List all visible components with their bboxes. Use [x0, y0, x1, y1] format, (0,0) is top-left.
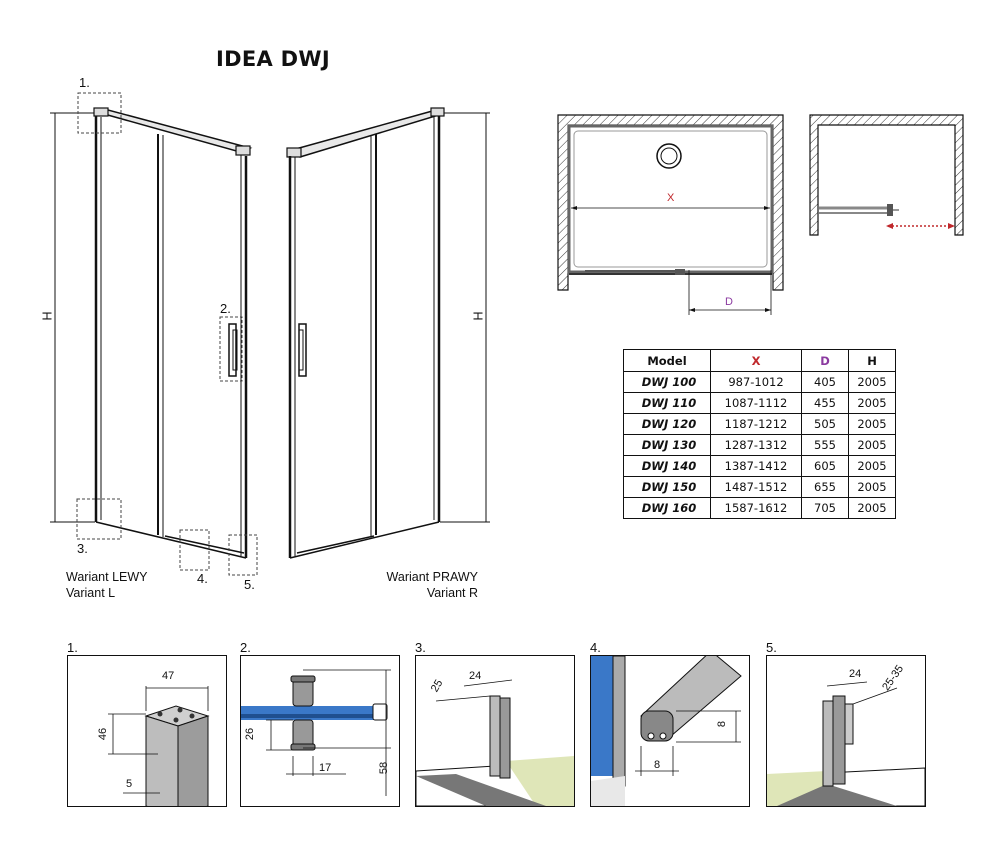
height-dimension-left	[50, 112, 95, 523]
detail-5-label: 5.	[766, 640, 777, 655]
plan-x-label: X	[667, 192, 675, 204]
detail-2-dim-17: 17	[319, 762, 332, 774]
variant-right-label: Wariant PRAWY Variant R	[350, 569, 478, 601]
drain-icon	[656, 143, 682, 169]
callout-5: 5.	[244, 577, 255, 592]
height-label-right: H	[471, 311, 486, 321]
variant-left-line1: Wariant LEWY	[66, 570, 148, 584]
left-shower-unit	[93, 107, 253, 559]
page-title: IDEA DWJ	[216, 47, 330, 71]
callout-2: 2.	[220, 301, 231, 316]
callout-boxes-left	[76, 92, 258, 576]
shower-elevation-drawing	[50, 92, 490, 576]
detail-4-label: 4.	[590, 640, 601, 655]
variant-left-label: Wariant LEWY Variant L	[66, 569, 148, 601]
detail-3-panel: 24 25	[415, 655, 575, 807]
callout-3: 3.	[77, 541, 88, 556]
detail-5-panel: 24 25-35	[766, 655, 926, 807]
callout-4: 4.	[197, 571, 208, 586]
col-model: Model	[623, 349, 711, 372]
detail-1-dim-height: 46	[97, 727, 110, 741]
height-dimension-right	[440, 112, 490, 523]
detail-4-panel: 8 8	[590, 655, 750, 807]
side-view-walls	[809, 114, 964, 236]
detail-4-dim-height: 8	[716, 720, 729, 728]
detail-2-dim-58: 58	[378, 761, 391, 775]
detail-3-dim-24: 24	[469, 670, 482, 682]
detail-1-panel: 47 46 5	[67, 655, 227, 807]
col-d: D	[801, 349, 849, 372]
plan-view-drawing	[557, 114, 964, 315]
detail-3-label: 3.	[415, 640, 426, 655]
detail-1-dim-width: 47	[162, 670, 175, 682]
detail-2-label: 2.	[240, 640, 251, 655]
table-header-row: Model X D H	[623, 349, 896, 372]
detail-5-dim-24: 24	[849, 668, 862, 680]
plan-d-label: D	[725, 296, 733, 308]
callout-1: 1.	[79, 75, 90, 90]
detail-2-panel: 26 17 58	[240, 655, 400, 807]
detail-2-dim-26: 26	[244, 727, 257, 741]
detail-4-dim-width: 8	[654, 759, 661, 771]
col-h: H	[848, 349, 896, 372]
variant-right-line1: Wariant PRAWY	[386, 570, 478, 584]
variant-right-line2: Variant R	[426, 586, 478, 600]
right-shower-unit	[286, 107, 445, 559]
height-label-left: H	[40, 311, 55, 321]
col-x: X	[710, 349, 802, 372]
detail-1-label: 1.	[67, 640, 78, 655]
detail-1-dim-gap: 5	[126, 778, 133, 790]
variant-left-line2: Variant L	[66, 586, 116, 600]
